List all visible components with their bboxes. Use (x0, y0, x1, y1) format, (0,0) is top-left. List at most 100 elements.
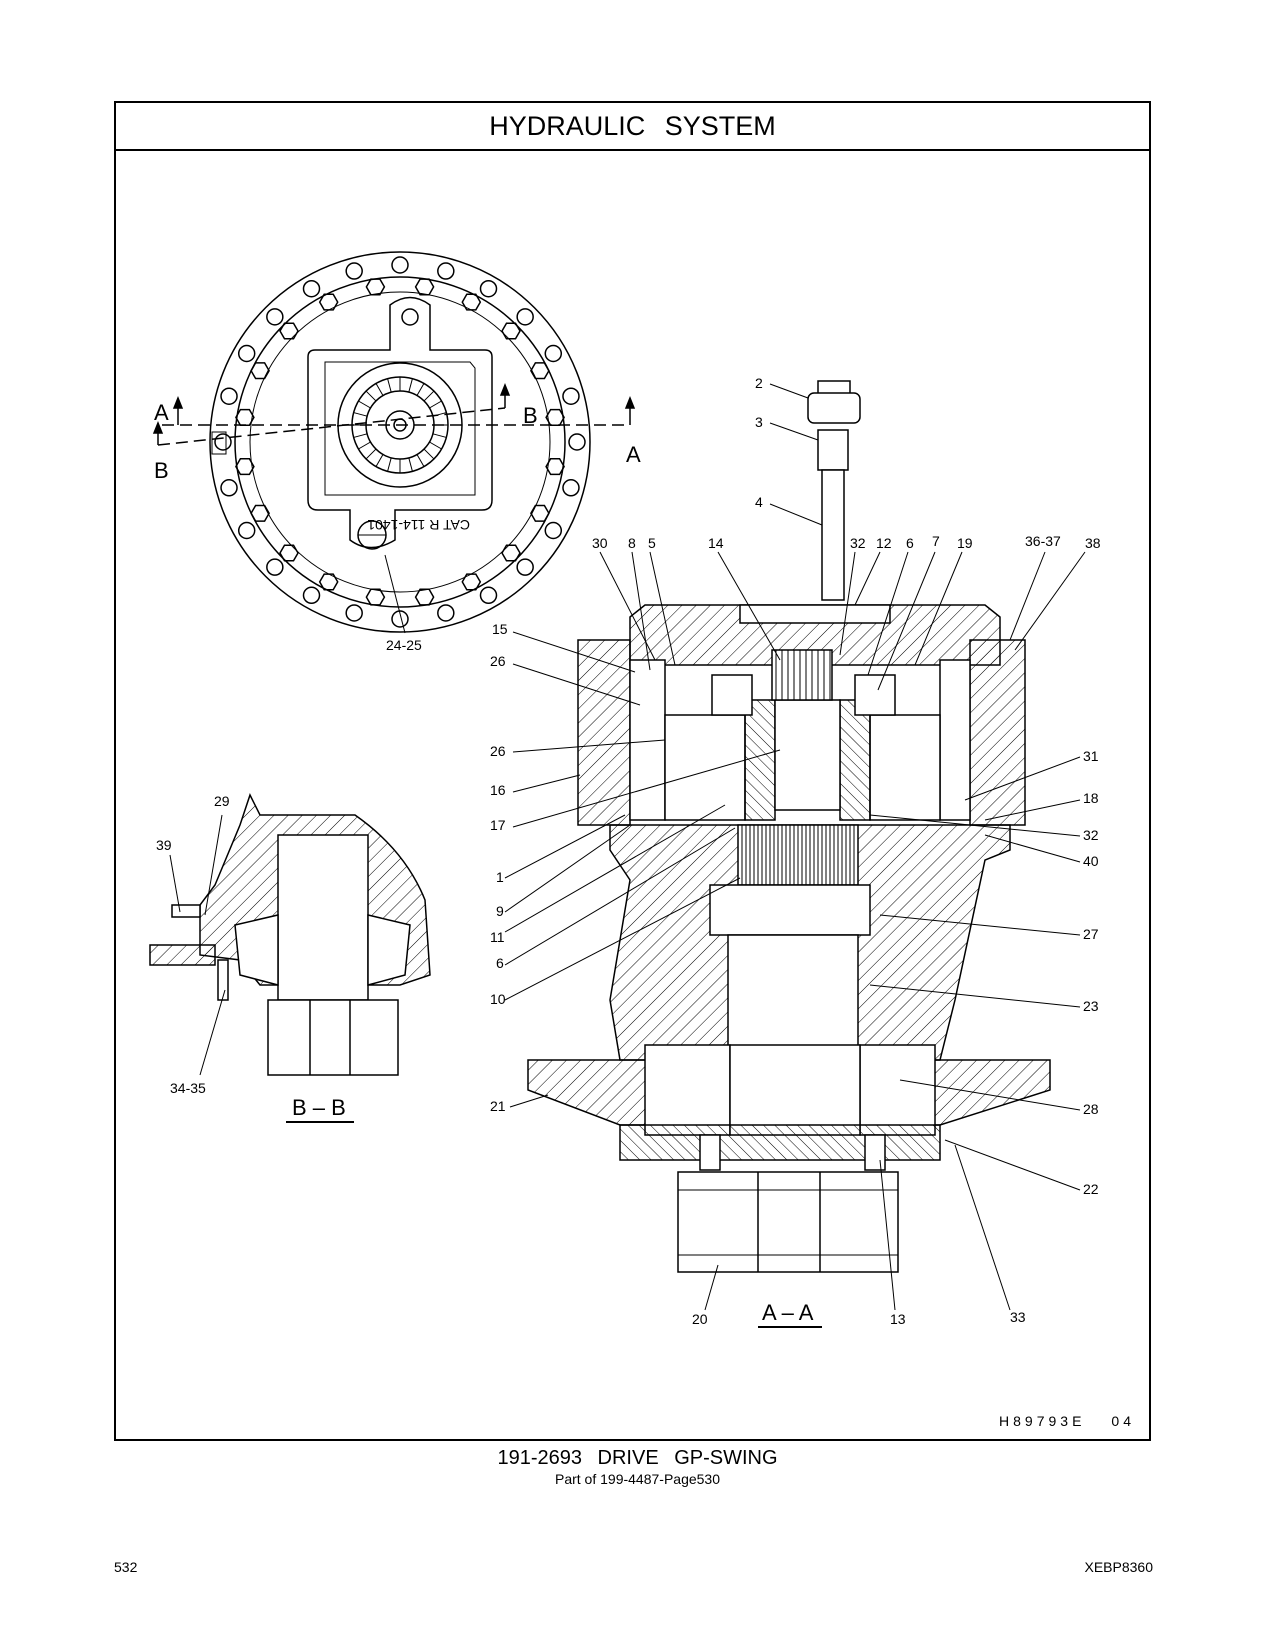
assembly-title: 191-2693 DRIVE GP-SWING (497, 1447, 778, 1469)
top-cover-recess (739, 604, 891, 624)
bolt-hole (220, 479, 238, 497)
bolt-hole (345, 262, 363, 280)
carrier-hub-left (744, 699, 776, 821)
spline-teeth (741, 825, 855, 885)
leader-lines (169, 383, 1086, 1311)
section-a-a (527, 380, 1051, 1273)
gear-tooth (429, 400, 442, 409)
grease-fitting-top (211, 431, 227, 455)
sun-shaft (774, 699, 841, 811)
planet-gear-top (854, 674, 896, 716)
bolt-hole (220, 387, 238, 405)
bolt-head (530, 504, 550, 522)
bolt-hole (568, 433, 586, 451)
motor-cover-inner (324, 361, 476, 496)
planet-carrier-left (664, 714, 746, 821)
gear-tooth (387, 457, 392, 472)
gear-tooth (423, 390, 435, 402)
section-title-b-b: B – B (292, 1095, 346, 1120)
spacer-part-3 (817, 429, 849, 471)
callout-14: 14 (708, 535, 724, 551)
planet-right-outer (939, 659, 971, 821)
bolt-hole (391, 256, 409, 274)
bolt-hole (214, 433, 232, 451)
bolt-hole (391, 610, 409, 628)
bb-flange (149, 944, 216, 966)
callout-38: 38 (1085, 535, 1101, 551)
bearing-retainer (619, 1124, 941, 1161)
flange-bolt-circle (234, 276, 566, 608)
planet-gear-top-left (711, 674, 753, 716)
callout-36-37: 36-37 (1025, 533, 1061, 549)
lower-bearing-right (859, 1044, 936, 1136)
bolt-hole (437, 604, 455, 622)
callout-33: 33 (1010, 1309, 1026, 1325)
bolt-head (235, 408, 255, 426)
bolt-hole (516, 558, 534, 576)
callout-19: 19 (957, 535, 973, 551)
callout-26-top: 26 (490, 653, 506, 669)
callout-39: 39 (156, 837, 172, 853)
bolt-holes (214, 256, 586, 628)
bolt-hole (302, 279, 321, 298)
callout-18: 18 (1083, 790, 1099, 806)
gear-tooth (416, 383, 425, 396)
cover-plug (401, 308, 419, 326)
callout-26-mid: 26 (490, 743, 506, 759)
bolt-head (318, 293, 339, 311)
gear-tooth (432, 433, 447, 438)
upper-bearing (709, 884, 871, 936)
page-number: 532 (114, 1559, 138, 1575)
gear-teeth (352, 377, 448, 473)
seal-left (699, 1134, 721, 1171)
assembly-subtitle: Part of 199-4487-Page530 (554, 1471, 720, 1487)
callout-31: 31 (1083, 748, 1099, 764)
callout-15: 15 (492, 621, 508, 637)
bolt-hole (479, 279, 498, 298)
bolt-head (250, 504, 270, 522)
bolt-hole (437, 262, 455, 280)
gear-tooth (358, 400, 371, 409)
callout-40: 40 (1083, 853, 1099, 869)
bolt-head (461, 573, 482, 591)
bb-pinion (267, 999, 399, 1076)
callout-29: 29 (214, 793, 230, 809)
callout-28: 28 (1083, 1101, 1099, 1117)
bolt-hole (237, 344, 256, 363)
callout-23: 23 (1083, 998, 1099, 1014)
callout-21: 21 (490, 1098, 506, 1114)
bolt-head (279, 322, 299, 340)
drawing-number: H89793E (999, 1413, 1086, 1429)
gear-tooth (353, 412, 368, 417)
callout-30: 30 (592, 535, 608, 551)
callout-13: 13 (890, 1311, 906, 1327)
flange-inner-ring (249, 291, 551, 593)
gear-tooth (375, 454, 384, 467)
bb-bearing-left (234, 914, 279, 986)
bolt-heads (235, 278, 565, 606)
callout-10: 10 (490, 991, 506, 1007)
bb-bearing-right (367, 914, 411, 986)
bolt-hole (562, 387, 580, 405)
callout-32-right: 32 (1083, 827, 1099, 843)
planet-carrier-right (869, 714, 941, 821)
bb-grease-fitting (171, 904, 201, 918)
section-label-a-right: A (626, 442, 641, 467)
gear-tooth (358, 441, 371, 450)
gear-tooth (353, 433, 368, 438)
callout-4: 4 (755, 494, 763, 510)
callout-7: 7 (932, 533, 940, 549)
bolt-head (501, 322, 521, 340)
bolt-hole (562, 479, 580, 497)
shaft-lower-section (729, 1044, 861, 1136)
flange-outer (209, 251, 591, 633)
section-label-b-left: B (154, 458, 169, 483)
gear-tooth (365, 448, 377, 460)
bolt-hole (479, 586, 498, 605)
callout-5: 5 (648, 535, 656, 551)
callout-6-bottom: 6 (496, 955, 504, 971)
gear-tooth (416, 454, 425, 467)
